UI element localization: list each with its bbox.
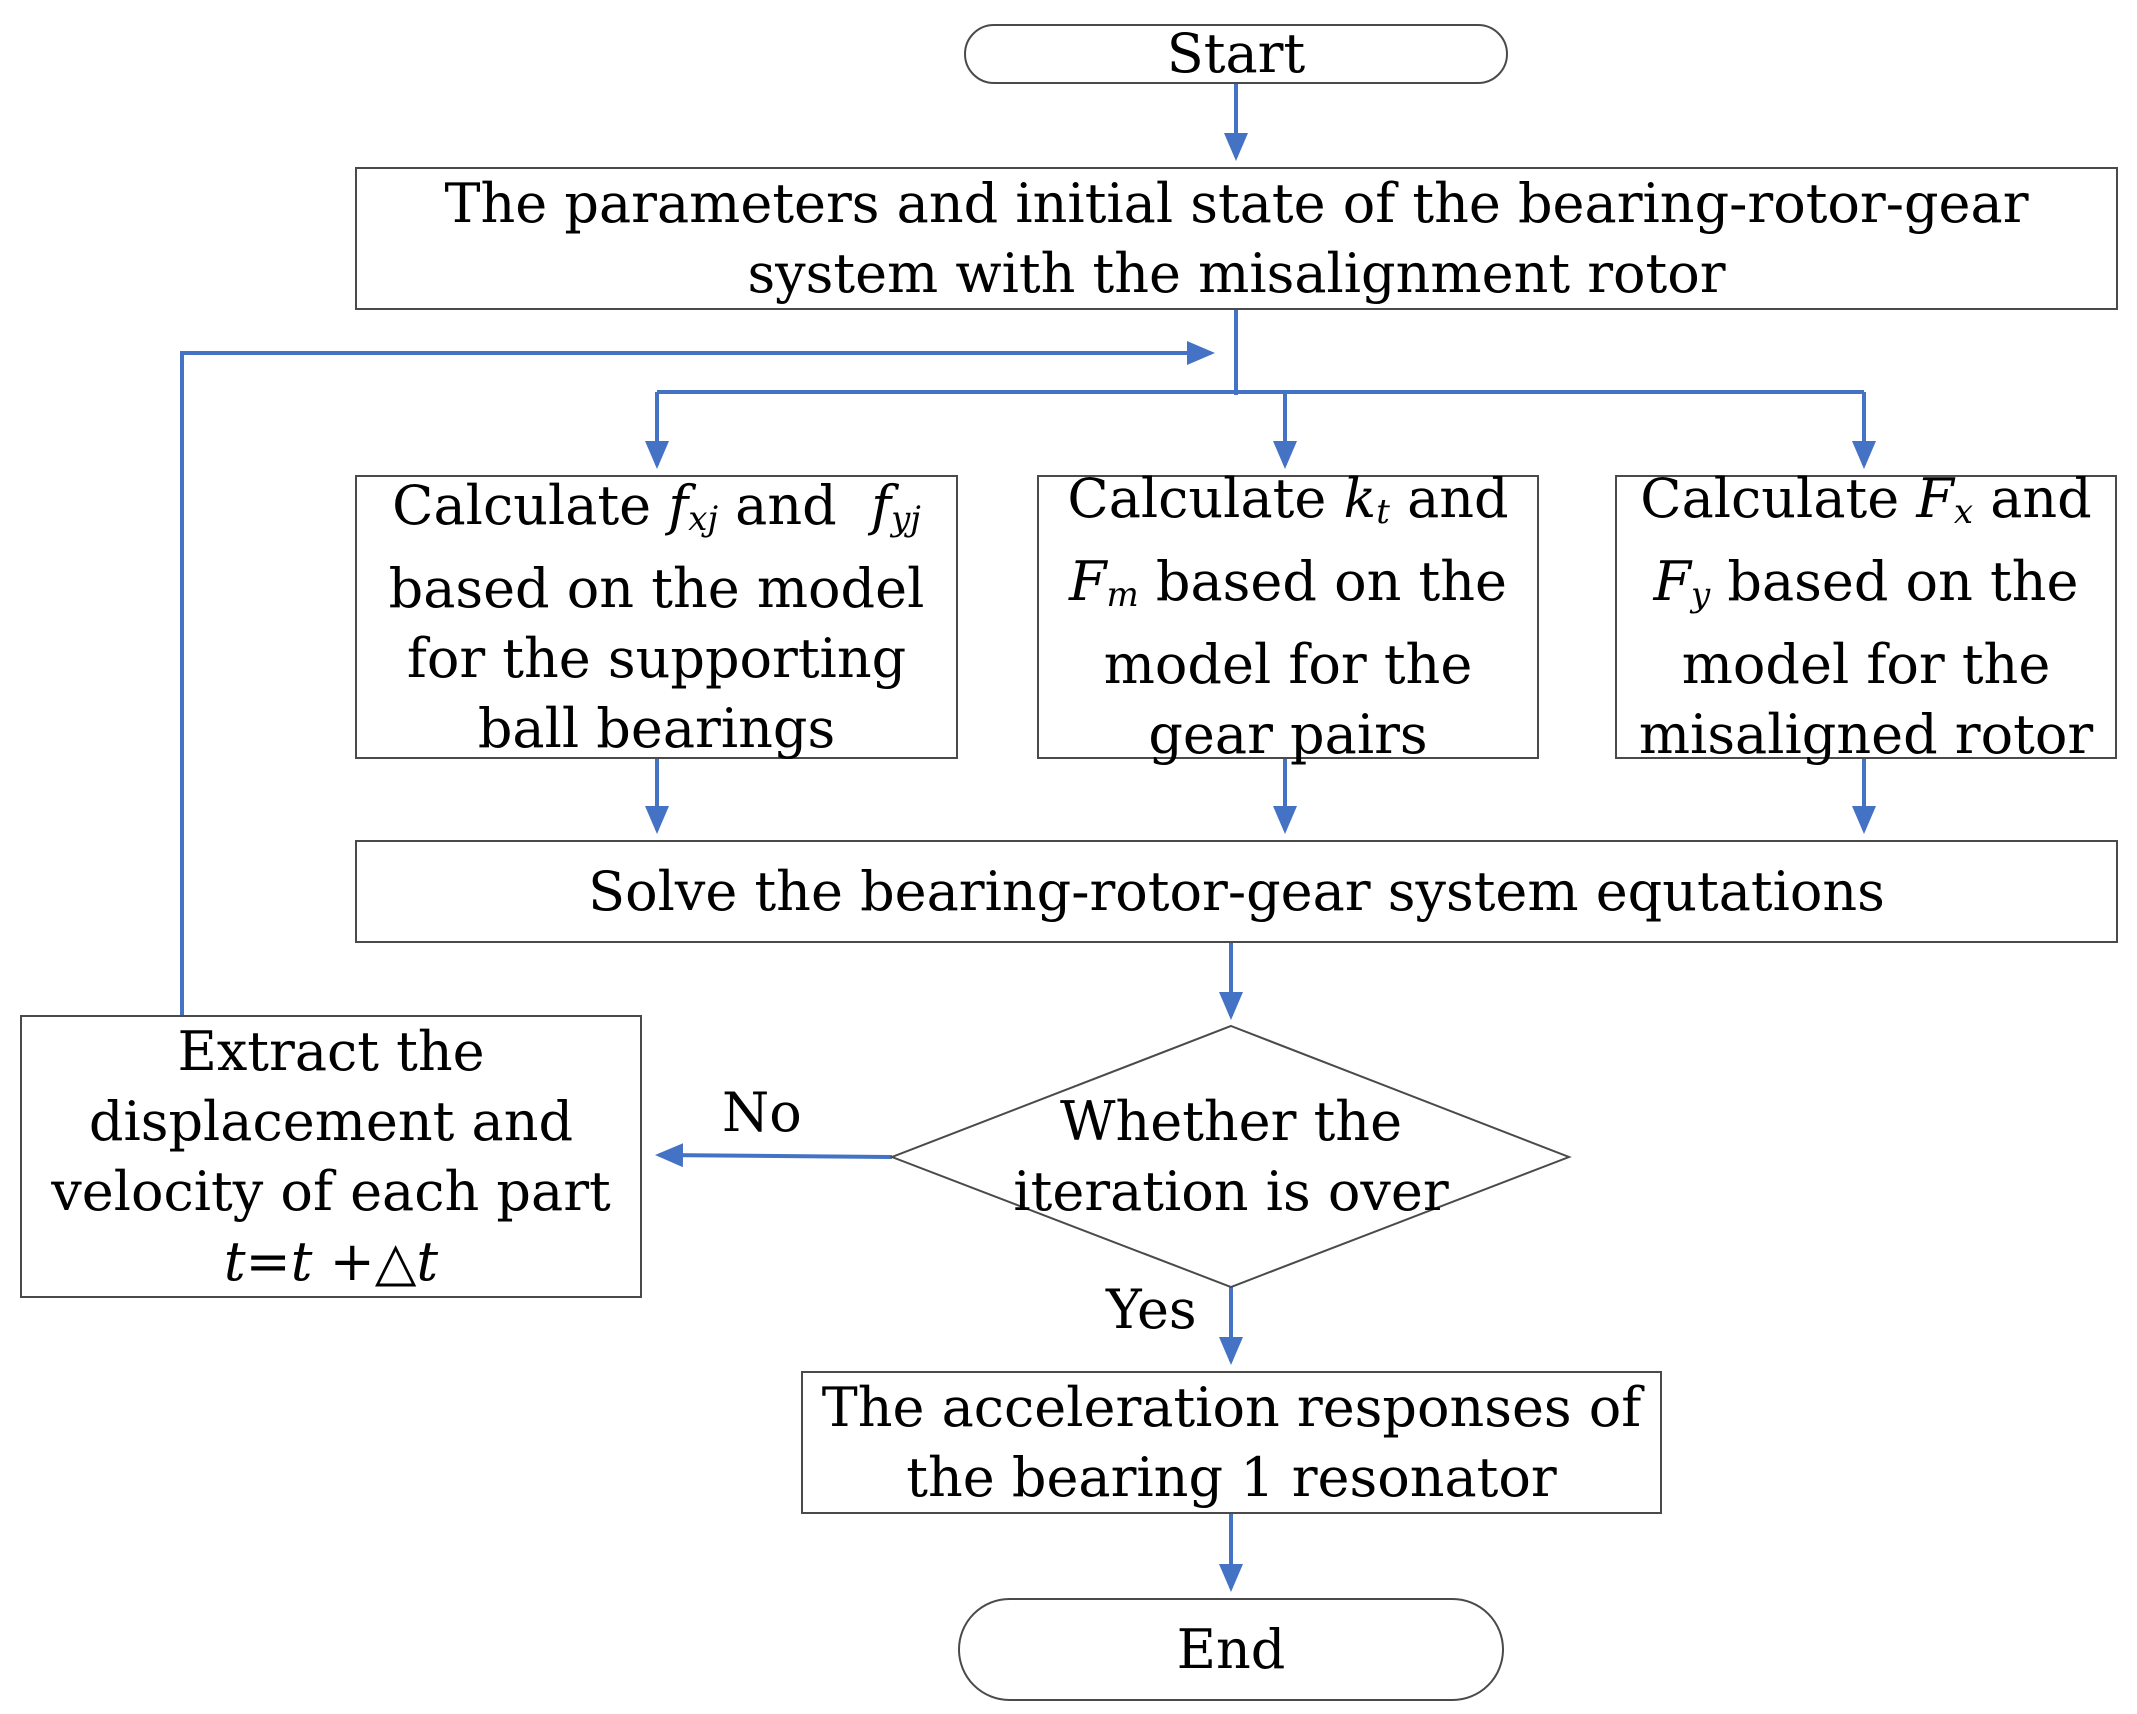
rotor-line-2-rest: based on the bbox=[1727, 550, 2079, 613]
extract-line-2: displacement and bbox=[88, 1089, 574, 1153]
arrow-extract-loop-back bbox=[180, 341, 1215, 1015]
rotor-var-2: F bbox=[1653, 550, 1691, 613]
rotor-model-box: Calculate Fx and Fy based on the model f… bbox=[1615, 467, 2117, 766]
decision-diamond bbox=[889, 1024, 1572, 1289]
bearing-var-1: f bbox=[668, 473, 689, 537]
bearing-model-box: Calculate fxj and fyj based on the model… bbox=[355, 474, 958, 760]
gear-var-2: F bbox=[1069, 550, 1107, 613]
end-label: End bbox=[1176, 1617, 1286, 1681]
bearing-and-word: and bbox=[735, 473, 837, 537]
extract-line-1: Extract the bbox=[177, 1019, 485, 1083]
start-label: Start bbox=[1166, 22, 1306, 85]
bearing-line-3: for the supporting bbox=[406, 626, 907, 690]
init-line-1: The parameters and initial state of the … bbox=[444, 171, 2029, 235]
bearing-sub-2: yj bbox=[891, 498, 921, 539]
gear-line-1: Calculate kt and bbox=[1067, 464, 1508, 547]
init-line-2: system with the misalignment rotor bbox=[747, 241, 1726, 305]
init-parameters-box: The parameters and initial state of the … bbox=[355, 167, 2118, 310]
rotor-sub-2: y bbox=[1691, 575, 1711, 615]
rotor-line-4: misaligned rotor bbox=[1638, 703, 2094, 766]
acceleration-output-box: The acceleration responses of the bearin… bbox=[801, 1371, 1662, 1514]
gear-var-1: k bbox=[1343, 467, 1377, 530]
rotor-line-3: model for the bbox=[1681, 633, 2051, 696]
edge-label-yes: Yes bbox=[1106, 1278, 1197, 1341]
arrow-decision-no-to-extract bbox=[655, 1143, 893, 1168]
decision-text: Whether the iteration is over bbox=[950, 1087, 1512, 1227]
rotor-line-1: Calculate Fx and bbox=[1640, 464, 2091, 547]
solve-equations-box: Solve the bearing-rotor-gear system equt… bbox=[355, 840, 2118, 943]
gear-sub-2: m bbox=[1106, 575, 1139, 615]
solve-label: Solve the bearing-rotor-gear system equt… bbox=[588, 859, 1885, 923]
gear-calc-word: Calculate bbox=[1067, 467, 1327, 530]
extract-state-box: Extract the displacement and velocity of… bbox=[20, 1015, 642, 1298]
gear-line-4: gear pairs bbox=[1148, 703, 1428, 766]
extract-line-3: velocity of each part bbox=[51, 1159, 611, 1223]
output-line-1: The acceleration responses of bbox=[821, 1375, 1642, 1439]
output-line-2: the bearing 1 resonator bbox=[906, 1445, 1557, 1509]
gear-sub-1: t bbox=[1376, 492, 1390, 532]
bearing-var-2: f bbox=[871, 473, 892, 537]
rotor-sub-1: x bbox=[1953, 492, 1974, 532]
gear-line-2: Fm based on the bbox=[1069, 547, 1507, 630]
bearing-sub-1: xj bbox=[688, 498, 718, 539]
bearing-line-4: ball bearings bbox=[477, 696, 836, 760]
rotor-calc-word: Calculate bbox=[1640, 467, 1900, 530]
rotor-var-1: F bbox=[1916, 467, 1954, 530]
gear-line-3: model for the bbox=[1103, 633, 1473, 696]
gear-and-word: and bbox=[1407, 467, 1509, 530]
gear-model-box: Calculate kt and Fm based on the model f… bbox=[1037, 467, 1539, 766]
decision-line-1: Whether the bbox=[1059, 1090, 1403, 1153]
rotor-line-2: Fy based on the bbox=[1654, 547, 2079, 630]
end-terminal: End bbox=[958, 1598, 1504, 1701]
start-terminal: Start bbox=[964, 22, 1508, 85]
rotor-and-word: and bbox=[1990, 467, 2092, 530]
bearing-line-1: Calculate fxj and fyj bbox=[392, 471, 921, 554]
bearing-calc-word: Calculate bbox=[392, 473, 652, 537]
bearing-line-2: based on the model bbox=[388, 556, 925, 620]
edge-label-no: No bbox=[722, 1081, 802, 1144]
decision-line-2: iteration is over bbox=[1013, 1160, 1449, 1223]
gear-line-2-rest: based on the bbox=[1155, 550, 1507, 613]
extract-time-step-formula: t=t +△t bbox=[223, 1229, 439, 1293]
